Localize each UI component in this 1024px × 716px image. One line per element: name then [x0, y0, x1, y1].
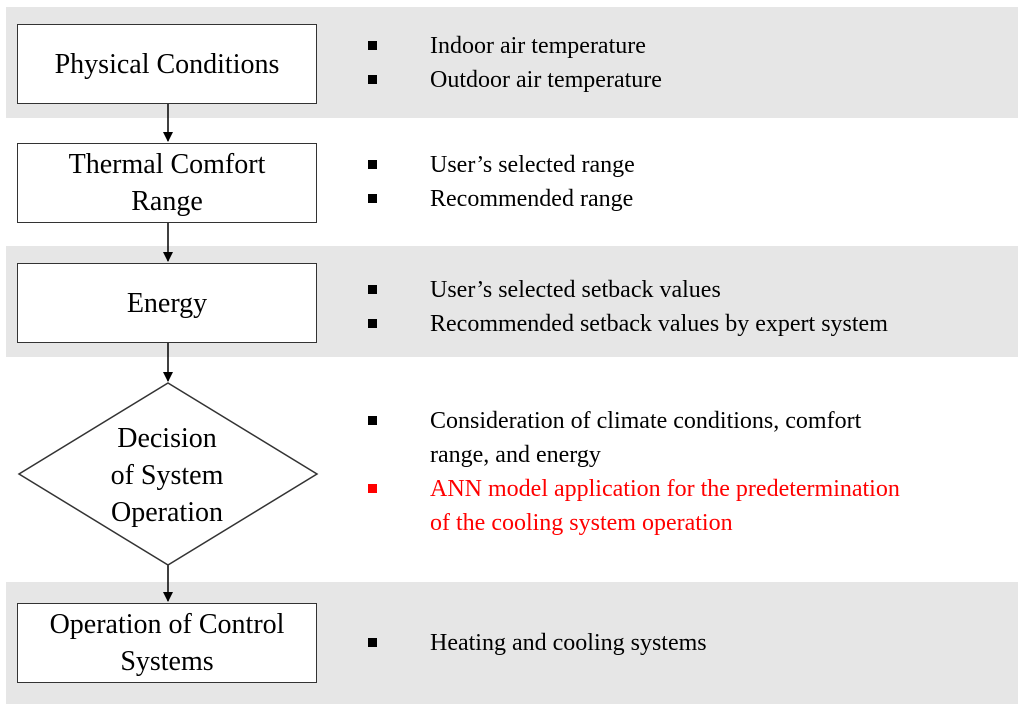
bullet-item: Recommended range [368, 182, 635, 216]
bullet-text: ANN model application for the predetermi… [430, 476, 900, 502]
bullets-thermal-comfort-range: User’s selected range Recommended range [368, 148, 635, 216]
bullet-text-continuation: range, and energy [430, 442, 601, 468]
step-label: Operation of Control [49, 609, 285, 640]
step-label: Physical Conditions [54, 48, 280, 80]
step-label: Range [131, 186, 203, 217]
bullet-item: Indoor air temperature [368, 29, 662, 63]
step-energy: Energy [17, 263, 317, 343]
decision-diamond [17, 382, 319, 566]
bullet-item: Outdoor air temperature [368, 63, 662, 97]
step-label: Operation [111, 497, 223, 528]
step-label: Energy [126, 287, 208, 319]
step-decision-of-system-operation: Decision of System Operation [17, 420, 317, 531]
step-label: Decision [117, 423, 217, 454]
step-label: Systems [120, 646, 214, 677]
step-label: of System [110, 460, 224, 491]
bullet-item-highlight: ANN model application for the predetermi… [368, 472, 900, 540]
step-thermal-comfort-range: Thermal Comfort Range [17, 143, 317, 223]
bullet-item: Consideration of climate conditions, com… [368, 404, 900, 472]
bullet-item: User’s selected range [368, 148, 635, 182]
bullet-item: User’s selected setback values [368, 273, 888, 307]
bullets-physical-conditions: Indoor air temperature Outdoor air tempe… [368, 29, 662, 97]
bullet-text-continuation: of the cooling system operation [430, 510, 733, 536]
bullet-text: Consideration of climate conditions, com… [430, 408, 862, 434]
bullets-operation-control: Heating and cooling systems [368, 626, 707, 660]
bullets-decision: Consideration of climate conditions, com… [368, 404, 900, 540]
bullet-item: Heating and cooling systems [368, 626, 707, 660]
step-physical-conditions: Physical Conditions [17, 24, 317, 104]
bullets-energy: User’s selected setback values Recommend… [368, 273, 888, 341]
step-label: Thermal Comfort [68, 149, 266, 180]
bullet-item: Recommended setback values by expert sys… [368, 307, 888, 341]
step-operation-of-control-systems: Operation of Control Systems [17, 603, 317, 683]
